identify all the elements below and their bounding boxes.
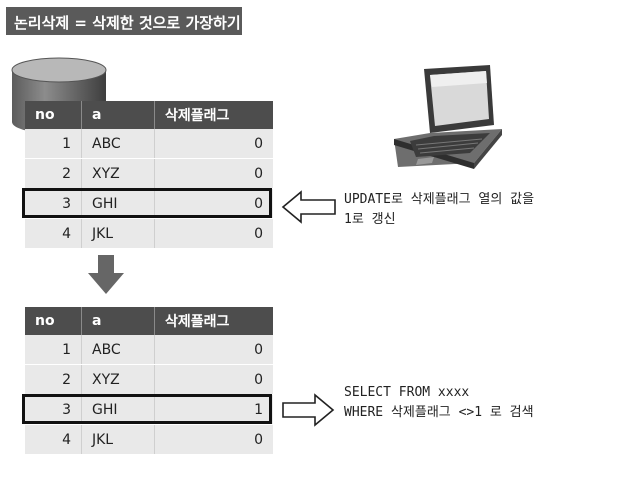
down-arrow-icon (88, 255, 124, 294)
table-header-row: no a 삭제플래그 (25, 307, 273, 335)
cell-delete-flag: 0 (154, 129, 273, 159)
column-header-a: a (81, 307, 155, 335)
laptop-icon (394, 65, 502, 169)
table-row: 1 ABC 0 (25, 335, 273, 365)
update-note-line1: UPDATE로 삭제플래그 열의 값을 (344, 192, 535, 207)
cell-delete-flag: 1 (154, 394, 273, 425)
cell-delete-flag: 0 (154, 364, 273, 395)
cell-no: 2 (25, 364, 82, 395)
cell-a: ABC (81, 129, 155, 159)
column-header-a: a (81, 101, 155, 129)
cell-no: 4 (25, 424, 82, 455)
cell-a: ABC (81, 335, 155, 365)
right-arrow-icon (282, 393, 335, 427)
cell-delete-flag: 0 (154, 424, 273, 455)
cell-no: 3 (25, 394, 82, 425)
left-arrow-icon (281, 190, 336, 224)
cell-a: GHI (81, 188, 155, 219)
update-note-line2: 1로 갱신 (344, 212, 396, 227)
cell-delete-flag: 0 (154, 335, 273, 365)
cell-a: JKL (81, 218, 155, 249)
select-note-line2: WHERE 삭제플래그 <>1 로 검색 (344, 405, 534, 420)
table-row-highlighted: 3 GHI 0 (25, 188, 273, 219)
table-row: 4 JKL 0 (25, 218, 273, 249)
cell-no: 1 (25, 129, 82, 159)
table-after-update: no a 삭제플래그 1 ABC 0 2 XYZ 0 3 GHI 1 4 JKL… (25, 307, 273, 455)
table-header-row: no a 삭제플래그 (25, 101, 273, 129)
cell-a: GHI (81, 394, 155, 425)
table-row: 2 XYZ 0 (25, 158, 273, 189)
cell-no: 1 (25, 335, 82, 365)
cell-no: 2 (25, 158, 82, 189)
cell-delete-flag: 0 (154, 158, 273, 189)
cell-a: XYZ (81, 364, 155, 395)
update-note: UPDATE로 삭제플래그 열의 값을 1로 갱신 (344, 190, 534, 230)
table-row-highlighted: 3 GHI 1 (25, 394, 273, 425)
select-note: SELECT FROM xxxx WHERE 삭제플래그 <>1 로 검색 (344, 383, 534, 423)
cell-delete-flag: 0 (154, 188, 273, 219)
table-row: 1 ABC 0 (25, 129, 273, 159)
cell-no: 4 (25, 218, 82, 249)
table-before-update: no a 삭제플래그 1 ABC 0 2 XYZ 0 3 GHI 0 4 JKL… (25, 101, 273, 249)
column-header-no: no (25, 307, 82, 335)
cell-a: XYZ (81, 158, 155, 189)
table-row: 2 XYZ 0 (25, 364, 273, 395)
column-header-delete-flag: 삭제플래그 (154, 307, 273, 335)
column-header-no: no (25, 101, 82, 129)
column-header-delete-flag: 삭제플래그 (154, 101, 273, 129)
diagram-title: 논리삭제 = 삭제한 것으로 가장하기 (6, 7, 242, 35)
cell-a: JKL (81, 424, 155, 455)
cell-no: 3 (25, 188, 82, 219)
cell-delete-flag: 0 (154, 218, 273, 249)
table-row: 4 JKL 0 (25, 424, 273, 455)
select-note-line1: SELECT FROM xxxx (344, 385, 470, 400)
